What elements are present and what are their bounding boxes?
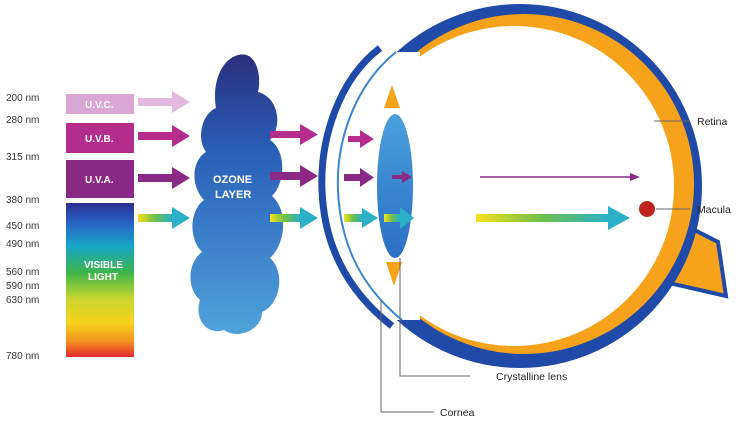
ozone-label-line2: LAYER [215, 189, 251, 201]
leader-lines [380, 120, 690, 413]
wavelength-200: 200 nm [6, 93, 39, 104]
macula-label: Macula [697, 204, 731, 216]
wavelength-scale: 200 nm 280 nm 315 nm 380 nm 450 nm 490 n… [6, 93, 39, 362]
lens-leader [399, 258, 470, 377]
crystalline-lens-label: Crystalline lens [496, 371, 567, 383]
iris-top [384, 85, 400, 108]
eye-interior [354, 26, 674, 346]
ozone-label-line1: OZONE [213, 174, 252, 186]
uvc-band [66, 94, 134, 114]
uvb-label: U.V.B. [85, 134, 114, 145]
iris-bottom [386, 262, 402, 286]
visible-label-line2: LIGHT [88, 272, 118, 283]
uva-retina-arrow [480, 173, 640, 181]
uva-arrow [138, 167, 190, 189]
incoming-arrows [138, 91, 190, 229]
wavelength-780: 780 nm [6, 351, 39, 362]
uvb-filtered-arrow [270, 124, 318, 145]
wavelength-630: 630 nm [6, 295, 39, 306]
uva-label: U.V.A. [85, 175, 114, 186]
uvc-arrow [138, 91, 190, 113]
uvb-arrow [138, 125, 190, 147]
visible-filtered-arrow [270, 207, 318, 229]
visible-retina-arrow [476, 206, 630, 230]
eye-arrows [344, 130, 640, 230]
uvc-label: U.V.C. [85, 100, 114, 111]
uva-lens-arrow [392, 171, 412, 183]
crystalline-lens [377, 114, 413, 258]
uvb-band [66, 123, 134, 153]
ozone-layer: OZONE LAYER [190, 54, 284, 334]
uva-filtered-arrow [270, 165, 318, 187]
wavelength-560: 560 nm [6, 267, 39, 278]
cornea-label: Cornea [440, 407, 475, 419]
cornea-shape [318, 45, 395, 329]
filtered-arrows [270, 124, 318, 229]
uvb-cornea-arrow [348, 130, 374, 148]
visible-light-band [66, 203, 134, 357]
visible-label-line1: VISIBLE [84, 260, 123, 271]
macula-dot [639, 201, 655, 217]
visible-arrow [138, 207, 190, 229]
wavelength-450: 450 nm [6, 221, 39, 232]
visible-lens-arrow [384, 207, 414, 229]
uva-band [66, 160, 134, 198]
wavelength-315: 315 nm [6, 152, 39, 163]
uva-cornea-arrow [344, 168, 374, 187]
wavelength-380: 380 nm [6, 195, 39, 206]
wavelength-490: 490 nm [6, 239, 39, 250]
wavelength-590: 590 nm [6, 281, 39, 292]
cornea-inner [336, 51, 403, 321]
retina-label: Retina [697, 116, 728, 128]
cornea-leader [380, 300, 434, 413]
visible-cornea-arrow [344, 208, 378, 228]
wavelength-280: 280 nm [6, 115, 39, 126]
